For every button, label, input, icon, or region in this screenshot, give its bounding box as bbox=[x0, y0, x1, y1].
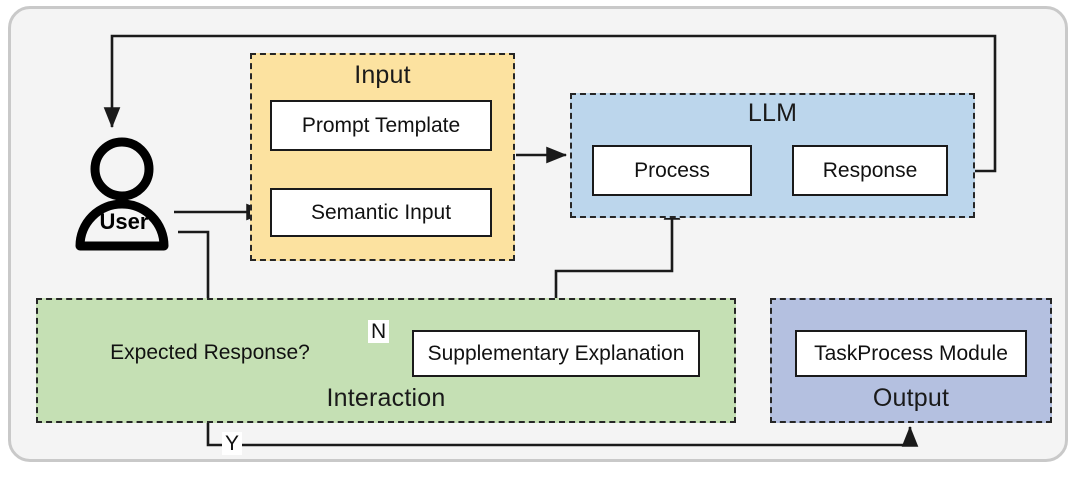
decision-label: Expected Response? bbox=[110, 341, 310, 364]
node-prompt-template[interactable]: Prompt Template bbox=[270, 100, 492, 151]
group-interaction-title: Interaction bbox=[326, 384, 446, 412]
group-llm-title: LLM bbox=[747, 99, 798, 127]
node-supplementary-explanation[interactable]: Supplementary Explanation bbox=[412, 330, 700, 377]
edge-label-no: N bbox=[368, 320, 390, 343]
group-output-title: Output bbox=[872, 384, 950, 412]
node-process[interactable]: Process bbox=[592, 145, 752, 196]
decision-expected-response[interactable]: Expected Response? bbox=[60, 322, 360, 384]
group-input-title: Input bbox=[354, 61, 411, 89]
node-response[interactable]: Response bbox=[792, 145, 948, 196]
user-label: User bbox=[99, 209, 149, 234]
edge-label-yes: Y bbox=[222, 432, 243, 455]
node-semantic-input[interactable]: Semantic Input bbox=[270, 188, 492, 237]
node-taskprocess-module[interactable]: TaskProcess Module bbox=[795, 330, 1027, 377]
